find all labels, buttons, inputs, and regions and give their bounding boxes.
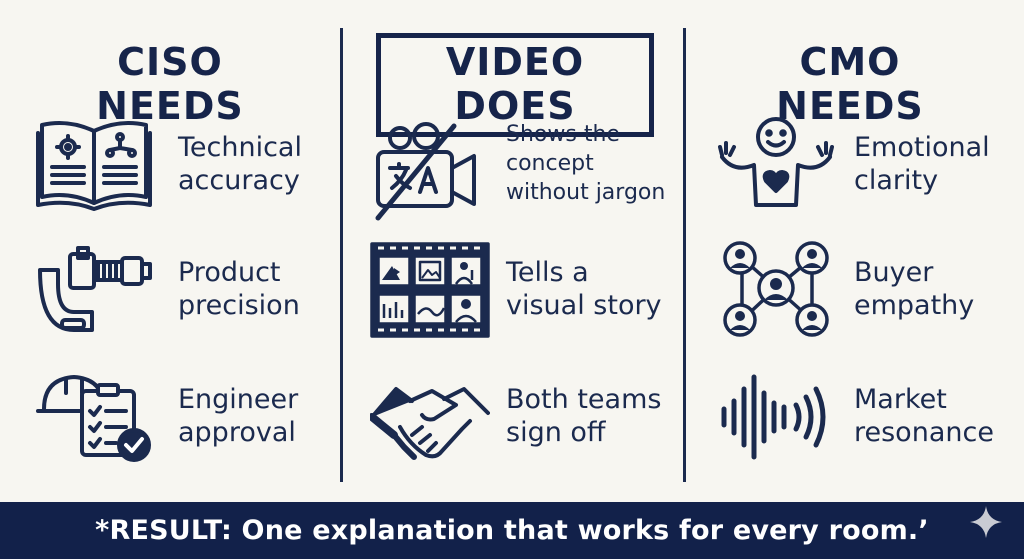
- handshake-icon: [368, 367, 490, 467]
- no-jargon-camera-icon: [370, 122, 490, 222]
- column-divider-left: [340, 28, 343, 482]
- buyer-empathy-label: Buyer empathy: [854, 257, 975, 321]
- column-divider-right: [683, 28, 686, 482]
- technical-accuracy-label: Technical accuracy: [178, 132, 302, 196]
- engineer-approval-label: Engineer approval: [178, 384, 299, 448]
- sound-wave-icon: [716, 367, 836, 467]
- hardhat-checklist-icon: [34, 365, 154, 465]
- both-teams-label: Both teams sign off: [506, 384, 662, 448]
- shows-concept-label: Shows the concept without jargon: [506, 122, 666, 205]
- result-banner: *RESULT: One explanation that works for …: [0, 502, 1024, 559]
- market-resonance-label: Market resonance: [854, 384, 994, 448]
- visual-story-label: Tells a visual story: [506, 257, 662, 321]
- happy-person-heart-icon: [716, 115, 836, 215]
- film-strip-icon: [370, 240, 490, 340]
- video-does-title: VIDEO DOES: [376, 33, 654, 137]
- technical-manual-icon: [34, 115, 154, 215]
- emotional-clarity-label: Emotional clarity: [854, 132, 990, 196]
- sparkle-icon: [966, 502, 1006, 542]
- people-network-icon: [716, 240, 836, 340]
- ciso-needs-title: CISO NEEDS: [96, 40, 244, 128]
- cmo-needs-title: CMO NEEDS: [776, 40, 924, 128]
- micrometer-icon: [34, 240, 154, 340]
- result-text: *RESULT: One explanation that works for …: [95, 515, 929, 546]
- product-precision-label: Product precision: [178, 257, 300, 321]
